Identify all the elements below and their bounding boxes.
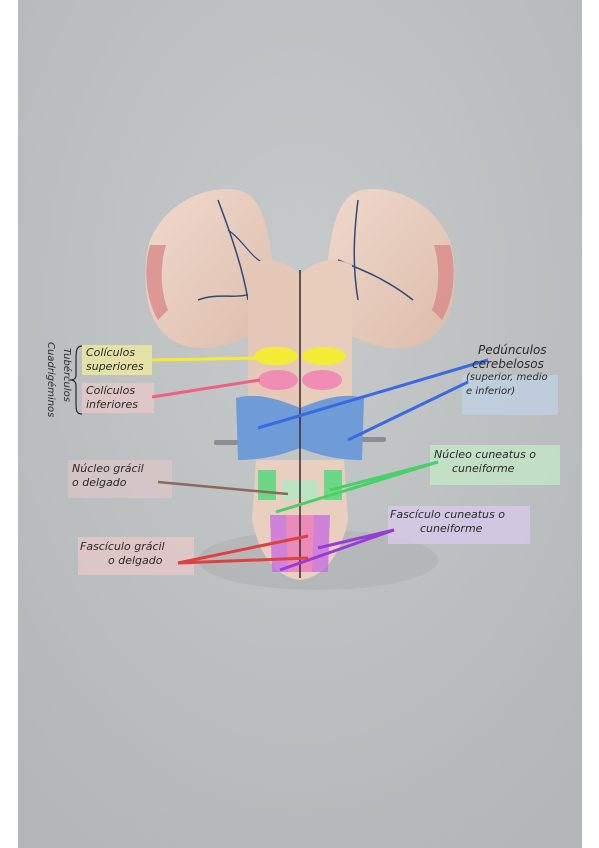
label-colic-inf-l1: Colículos (86, 384, 136, 397)
label-colic-sup-l1: Colículos (86, 346, 136, 359)
pin-right (362, 437, 386, 442)
label-pedunculos: Pedúnculos cerebelosos (superior, medio … (464, 343, 550, 399)
pointer-colic-sup (151, 356, 261, 362)
pointer-fas-gra-1 (177, 556, 309, 565)
label-colic-sup-l2: superiores (86, 360, 144, 373)
label-nuc-gra-l1: Núcleo grácil (72, 462, 144, 475)
pin-left (214, 440, 238, 445)
label-colic-sup: Colículos superiores (84, 346, 146, 374)
label-fas-cun-l1: Fascículo cuneatus o (390, 508, 505, 521)
pointer-nuc-gra (157, 480, 289, 496)
superior-colliculus-left (254, 347, 298, 365)
pointer-nuc-cun-2 (329, 460, 439, 492)
label-fas-cun-l2: cuneiforme (420, 522, 483, 535)
label-nuc-cun-l2: cuneiforme (452, 462, 515, 475)
group-brace (69, 345, 83, 415)
label-ped-l4: e inferior) (466, 386, 516, 397)
label-colic-inf: Colículos inferiores (84, 384, 140, 412)
nucleus-cuneatus-left (258, 470, 276, 500)
pointer-fas-cun-2 (317, 528, 395, 550)
pointer-fas-cun-1 (279, 528, 395, 572)
inferior-colliculus-right (302, 370, 342, 390)
superior-colliculus-right (302, 347, 346, 365)
label-nuc-gra-l2: o delgado (72, 476, 127, 489)
label-fas-gra-l1: Fascículo grácil (80, 540, 165, 553)
pointer-colic-inf (151, 378, 261, 399)
pointer-ped-1 (257, 358, 489, 430)
label-ped-l3: (superior, medio (466, 372, 548, 383)
label-fasciculo-gracil: Fascículo grácil o delgado (78, 540, 167, 568)
label-nucleo-gracil: Núcleo grácil o delgado (70, 462, 146, 490)
label-nuc-cun-l1: Núcleo cuneatus o (434, 448, 537, 461)
inferior-colliculus-left (258, 370, 298, 390)
group-label-line2: Cuadrigéminos (45, 342, 56, 418)
label-fasciculo-cuneatus: Fascículo cuneatus o cuneiforme (388, 508, 507, 536)
group-label-line1: Tubérculos (61, 348, 72, 402)
brainstem-model-photo (18, 0, 582, 848)
label-ped-l1: Pedúnculos (478, 343, 547, 357)
label-fas-gra-l2: o delgado (108, 554, 163, 567)
label-nucleo-cuneatus: Núcleo cuneatus o cuneiforme (432, 448, 538, 476)
label-ped-l2: cerebelosos (472, 357, 544, 371)
pointer-fas-gra-2 (177, 534, 309, 565)
pointer-ped-2 (347, 380, 469, 442)
label-colic-inf-l2: inferiores (86, 398, 138, 411)
